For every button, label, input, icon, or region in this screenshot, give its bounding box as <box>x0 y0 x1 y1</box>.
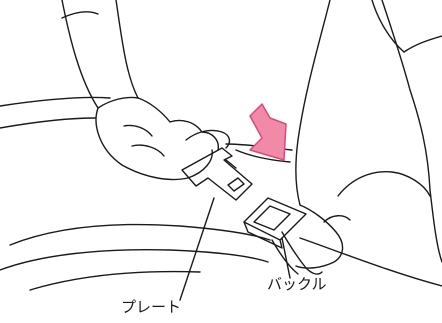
torso-line <box>404 36 442 52</box>
seat-cushion-line <box>0 118 95 128</box>
left-hand-knuckles <box>138 98 218 150</box>
right-hand-knuckle <box>324 216 350 222</box>
left-hand-finger <box>132 145 164 156</box>
left-sleeve-crease <box>62 12 98 18</box>
torso-line <box>372 0 404 52</box>
right-cuff <box>338 172 430 196</box>
seat-base-line <box>30 272 200 290</box>
seat-base-line <box>10 224 270 245</box>
leader-line-plate <box>180 198 214 300</box>
left-hand <box>96 108 212 179</box>
buckle-slot <box>254 206 290 230</box>
insert-direction-arrow-icon <box>250 104 286 160</box>
left-hand-finger <box>124 125 152 136</box>
right-sleeve <box>382 0 430 190</box>
plate-label: プレート <box>121 300 181 315</box>
left-sleeve-cuff <box>98 97 138 108</box>
buckle-body <box>244 198 306 240</box>
right-sleeve <box>296 0 330 205</box>
belt-plate-slot <box>228 178 244 191</box>
seat-base-line <box>0 250 268 270</box>
right-hand <box>296 205 343 268</box>
left-sleeve <box>116 0 138 98</box>
belt-plate <box>182 148 252 200</box>
seat-side-line <box>430 190 442 262</box>
buckle-label: バックル <box>267 277 327 292</box>
